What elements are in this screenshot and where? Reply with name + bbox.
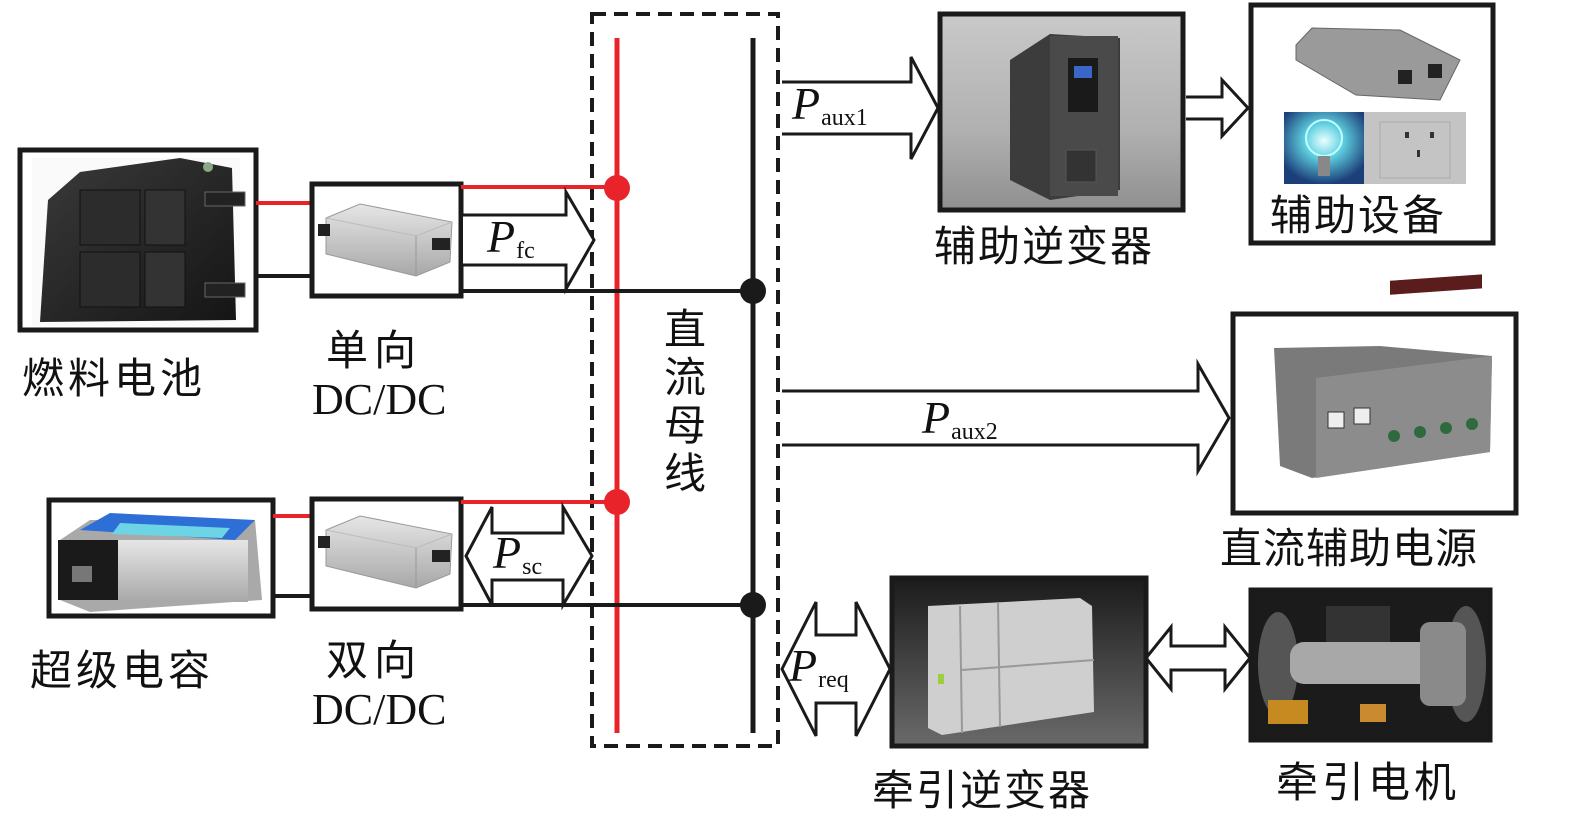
aux-equipment-icon [1284, 27, 1466, 184]
traction-inverter-label: 牵引逆变器 [872, 766, 1093, 815]
dc-bus-boundary [590, 12, 780, 748]
p-aux1-label: Paux1 [792, 78, 868, 131]
dc-bus-label-char: 母 [663, 401, 706, 450]
traction-motor-label: 牵引电机 [1276, 758, 1461, 807]
fuel-cell-stack-icon [32, 158, 246, 326]
fuel-cell-label: 燃料电池 [22, 354, 207, 403]
p-fc-label: Pfc [487, 211, 535, 264]
supercapacitor-block [46, 497, 312, 619]
dc-power-supply-icon [1274, 274, 1492, 478]
aux-inverter-label: 辅助逆变器 [934, 222, 1155, 271]
unidirectional-dcdc-block [309, 181, 753, 299]
traction-inverter-icon [928, 598, 1095, 735]
aux-equipment-label: 辅助设备 [1270, 191, 1447, 240]
p-aux2-arrow [782, 358, 1231, 477]
p-req-label: Preq [789, 640, 849, 693]
dc-bus-label-char: 流 [663, 353, 706, 402]
dc-bus-label-char: 直 [663, 305, 706, 354]
p-fc-arrow [463, 186, 596, 295]
aux-equipment-block [1248, 2, 1496, 246]
negative-bus-node-sc [740, 592, 766, 618]
inverter-cabinet-icon [1010, 34, 1120, 200]
dc-aux-power-block [1230, 274, 1519, 516]
positive-bus-node-sc [604, 489, 630, 515]
traction-motor-block [1248, 587, 1493, 743]
dc-aux-power-label: 直流辅助电源 [1220, 524, 1479, 573]
positive-bus-node-fc [604, 175, 630, 201]
supercapacitor-module-icon [58, 513, 262, 612]
supercapacitor-label: 超级电容 [30, 646, 215, 695]
dcdc-converter-icon [318, 203, 453, 277]
p-sc-arrow [464, 501, 594, 611]
p-aux2-label: Paux2 [922, 392, 998, 445]
traction-motor-icon [1258, 606, 1486, 724]
dcdc-converter-icon [318, 515, 453, 589]
unidirectional-dcdc-label-en: DC/DC [312, 375, 447, 424]
p-sc-label: Psc [493, 527, 543, 580]
bidirectional-dcdc-label-cn: 双向 [326, 636, 423, 685]
power-socket-icon [1364, 112, 1466, 184]
bidirectional-dcdc-block [309, 496, 753, 612]
traction-inverter-block [889, 575, 1149, 749]
bidirectional-dcdc-label-en: DC/DC [312, 685, 447, 734]
aux-inverter-block [937, 11, 1186, 213]
negative-bus-node-fc [740, 278, 766, 304]
traction-inverter-motor-arrow [1144, 622, 1252, 694]
aux-inverter-to-equipment-arrow [1186, 76, 1251, 140]
unidirectional-dcdc-label-cn: 单向 [326, 326, 423, 375]
dc-bus-label-char: 线 [663, 449, 706, 498]
dc-bus-label: 直 流 母 线 [661, 306, 709, 498]
fuel-cell-block [17, 147, 312, 333]
